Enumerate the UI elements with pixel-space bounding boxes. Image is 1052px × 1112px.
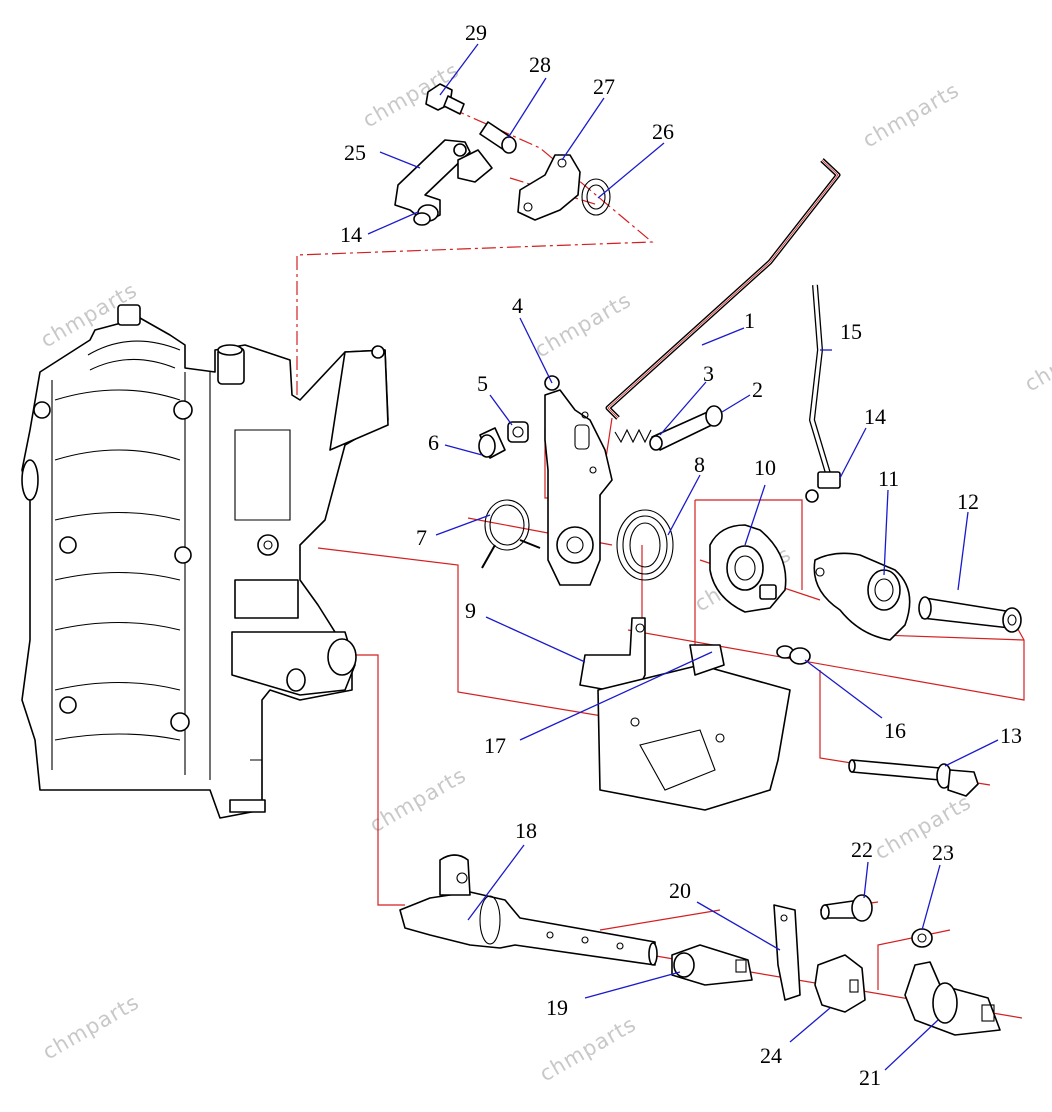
- part-16-washer-bolt: [777, 646, 810, 664]
- part-21-joint: [905, 962, 1000, 1035]
- callout-8: 8: [694, 452, 705, 477]
- callout-9: 9: [465, 598, 476, 623]
- callout-14-top: 14: [340, 222, 362, 247]
- part-15-link-rod: [806, 285, 840, 502]
- callout-10: 10: [754, 455, 776, 480]
- callout-13: 13: [1000, 723, 1022, 748]
- housing-body: [22, 305, 388, 818]
- callout-21: 21: [859, 1065, 881, 1090]
- part-1-rod: [608, 160, 838, 418]
- part-20-bracket: [774, 905, 800, 1000]
- callout-18: 18: [515, 818, 537, 843]
- callout-28: 28: [529, 52, 551, 77]
- part-2-pin: [650, 406, 722, 450]
- callout-20: 20: [669, 878, 691, 903]
- callout-29: 29: [465, 20, 487, 45]
- part-19-coupler: [672, 945, 752, 985]
- assembly-lines: [297, 110, 1024, 1018]
- callout-25: 25: [344, 140, 366, 165]
- part-11-cam: [814, 553, 909, 640]
- callout-7: 7: [416, 525, 427, 550]
- callout-15: 15: [840, 319, 862, 344]
- callout-5: 5: [477, 371, 488, 396]
- callout-16: 16: [884, 718, 906, 743]
- watermark-text: chmparts: [531, 288, 636, 362]
- part-26-spring: [582, 179, 610, 215]
- callout-6: 6: [428, 430, 439, 455]
- part-3-spring: [615, 430, 651, 442]
- part-4-lever: [545, 376, 612, 585]
- part-7-torsion-spring: [482, 500, 540, 568]
- watermark-text: chmparts: [1021, 322, 1052, 396]
- callout-23: 23: [932, 840, 954, 865]
- watermark-text: chmparts: [39, 990, 144, 1064]
- callout-27: 27: [593, 74, 615, 99]
- callout-14-right: 14: [864, 404, 886, 429]
- callout-26: 26: [652, 119, 674, 144]
- part-8-coil-spring: [617, 510, 673, 580]
- part-18-shift-shaft: [400, 855, 657, 965]
- callout-17: 17: [484, 733, 506, 758]
- part-23-nut: [912, 929, 932, 947]
- callout-4: 4: [512, 293, 523, 318]
- watermark-text: chmparts: [871, 790, 976, 864]
- callout-24: 24: [760, 1043, 782, 1068]
- watermark-text: chmparts: [859, 78, 964, 152]
- part-13-bolt: [849, 760, 978, 796]
- part-27-lever: [518, 155, 580, 220]
- part-6-bushing: [479, 428, 505, 458]
- callout-11: 11: [878, 466, 899, 491]
- callout-19: 19: [546, 995, 568, 1020]
- callout-1: 1: [744, 308, 755, 333]
- callout-22: 22: [851, 837, 873, 862]
- callout-2: 2: [752, 377, 763, 402]
- part-28-collar: [480, 122, 516, 153]
- part-24-gear: [815, 955, 865, 1012]
- callout-12: 12: [957, 489, 979, 514]
- callout-3: 3: [703, 361, 714, 386]
- watermark-text: chmparts: [536, 1012, 641, 1086]
- part-5-nut: [508, 422, 528, 442]
- part-12-sleeve: [919, 597, 1021, 632]
- part-22-pin: [821, 895, 872, 921]
- watermark-text: chmparts: [366, 763, 471, 837]
